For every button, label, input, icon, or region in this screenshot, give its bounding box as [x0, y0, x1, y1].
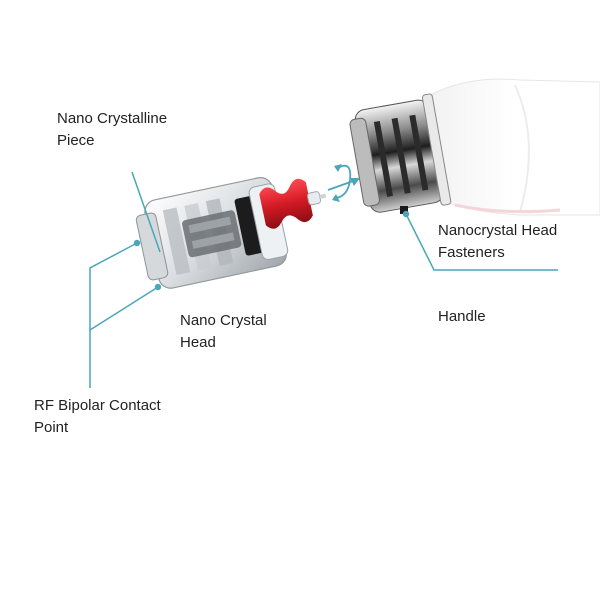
- fastener-pin: [400, 206, 408, 214]
- rotate-arrow-icon: [332, 164, 352, 202]
- contact-point-dot-upper: [133, 239, 141, 247]
- label-line: Head: [180, 334, 216, 351]
- handle-body: [429, 78, 600, 216]
- label-nanocrystal-head-fasteners: Nanocrystal Head Fasteners: [438, 220, 557, 264]
- label-line: Point: [34, 419, 69, 436]
- label-handle: Handle: [438, 306, 486, 328]
- label-line: Piece: [57, 132, 95, 149]
- label-line: Handle: [438, 308, 486, 325]
- contact-point-dot-lower: [154, 283, 162, 291]
- label-line: Nanocrystal Head: [438, 222, 558, 239]
- needle-tip: [306, 191, 327, 206]
- label-line: Nano Crystalline: [57, 110, 168, 127]
- leader-fasteners: [405, 213, 558, 271]
- leader-nano-crystalline-piece: [131, 171, 161, 253]
- label-line: RF Bipolar Contact: [34, 397, 161, 414]
- insert-arrow-icon: [327, 178, 360, 191]
- nano-crystal-head-part: [135, 177, 289, 289]
- nanocrystal-head-fasteners-part: [349, 93, 452, 213]
- leader-rf-upper: [89, 242, 138, 388]
- fastener-dot: [402, 210, 410, 218]
- leader-rf-lower: [89, 286, 159, 331]
- red-spring: [259, 178, 313, 229]
- label-nano-crystal-head: Nano Crystal Head: [180, 310, 267, 354]
- label-line: Nano Crystal: [180, 312, 267, 329]
- leader-lines: [89, 171, 558, 388]
- label-nano-crystalline-piece: Nano Crystalline Piece: [57, 108, 167, 152]
- label-line: Fasteners: [438, 244, 505, 261]
- label-rf-bipolar-contact-point: RF Bipolar Contact Point: [34, 395, 161, 439]
